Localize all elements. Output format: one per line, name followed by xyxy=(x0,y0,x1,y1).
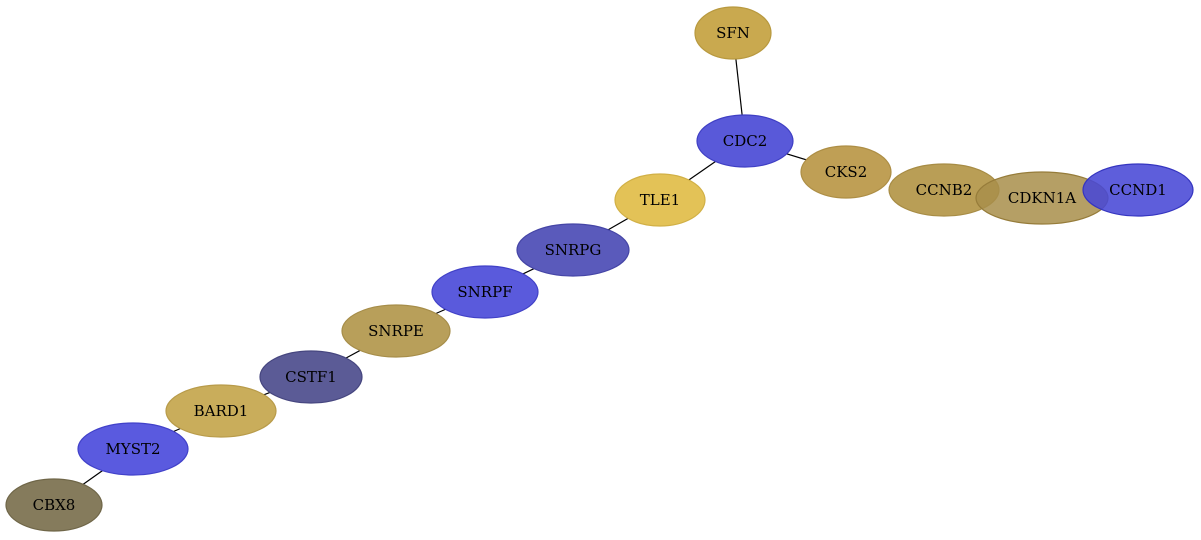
node-shape-cks2[interactable] xyxy=(800,145,892,199)
node-label-snrpg: SNRPG xyxy=(545,241,602,259)
node-snrpf[interactable] xyxy=(431,265,539,319)
node-tle1[interactable] xyxy=(614,173,706,227)
node-shape-snrpe[interactable] xyxy=(341,304,451,358)
node-shape-snrpg[interactable] xyxy=(516,223,630,277)
node-label-snrpf: SNRPF xyxy=(457,283,512,301)
node-shape-snrpf[interactable] xyxy=(431,265,539,319)
node-cdc2[interactable] xyxy=(696,114,794,168)
node-label-snrpe: SNRPE xyxy=(368,322,424,340)
node-snrpg[interactable] xyxy=(516,223,630,277)
node-cks2[interactable] xyxy=(800,145,892,199)
node-label-tle1: TLE1 xyxy=(640,191,680,209)
node-shape-sfn[interactable] xyxy=(694,6,772,60)
node-shape-cbx8[interactable] xyxy=(5,478,103,532)
node-shape-tle1[interactable] xyxy=(614,173,706,227)
node-label-ccnd1: CCND1 xyxy=(1109,181,1167,199)
node-label-cbx8: CBX8 xyxy=(33,496,76,514)
node-label-cstf1: CSTF1 xyxy=(285,368,337,386)
node-label-myst2: MYST2 xyxy=(105,440,160,458)
node-shape-ccnd1[interactable] xyxy=(1082,163,1194,217)
node-bard1[interactable] xyxy=(165,384,277,438)
node-cstf1[interactable] xyxy=(259,350,363,404)
node-label-bard1: BARD1 xyxy=(194,402,249,420)
node-label-cdkn1a: CDKN1A xyxy=(1008,189,1076,207)
node-shape-cdc2[interactable] xyxy=(696,114,794,168)
node-label-ccnb2: CCNB2 xyxy=(916,181,973,199)
node-label-cks2: CKS2 xyxy=(825,163,868,181)
node-shape-cstf1[interactable] xyxy=(259,350,363,404)
node-label-cdc2: CDC2 xyxy=(723,132,768,150)
node-sfn[interactable] xyxy=(694,6,772,60)
node-shape-myst2[interactable] xyxy=(77,422,189,476)
node-snrpe[interactable] xyxy=(341,304,451,358)
node-shape-bard1[interactable] xyxy=(165,384,277,438)
node-myst2[interactable] xyxy=(77,422,189,476)
node-ccnd1[interactable] xyxy=(1082,163,1194,217)
node-cbx8[interactable] xyxy=(5,478,103,532)
node-label-sfn: SFN xyxy=(716,24,750,42)
